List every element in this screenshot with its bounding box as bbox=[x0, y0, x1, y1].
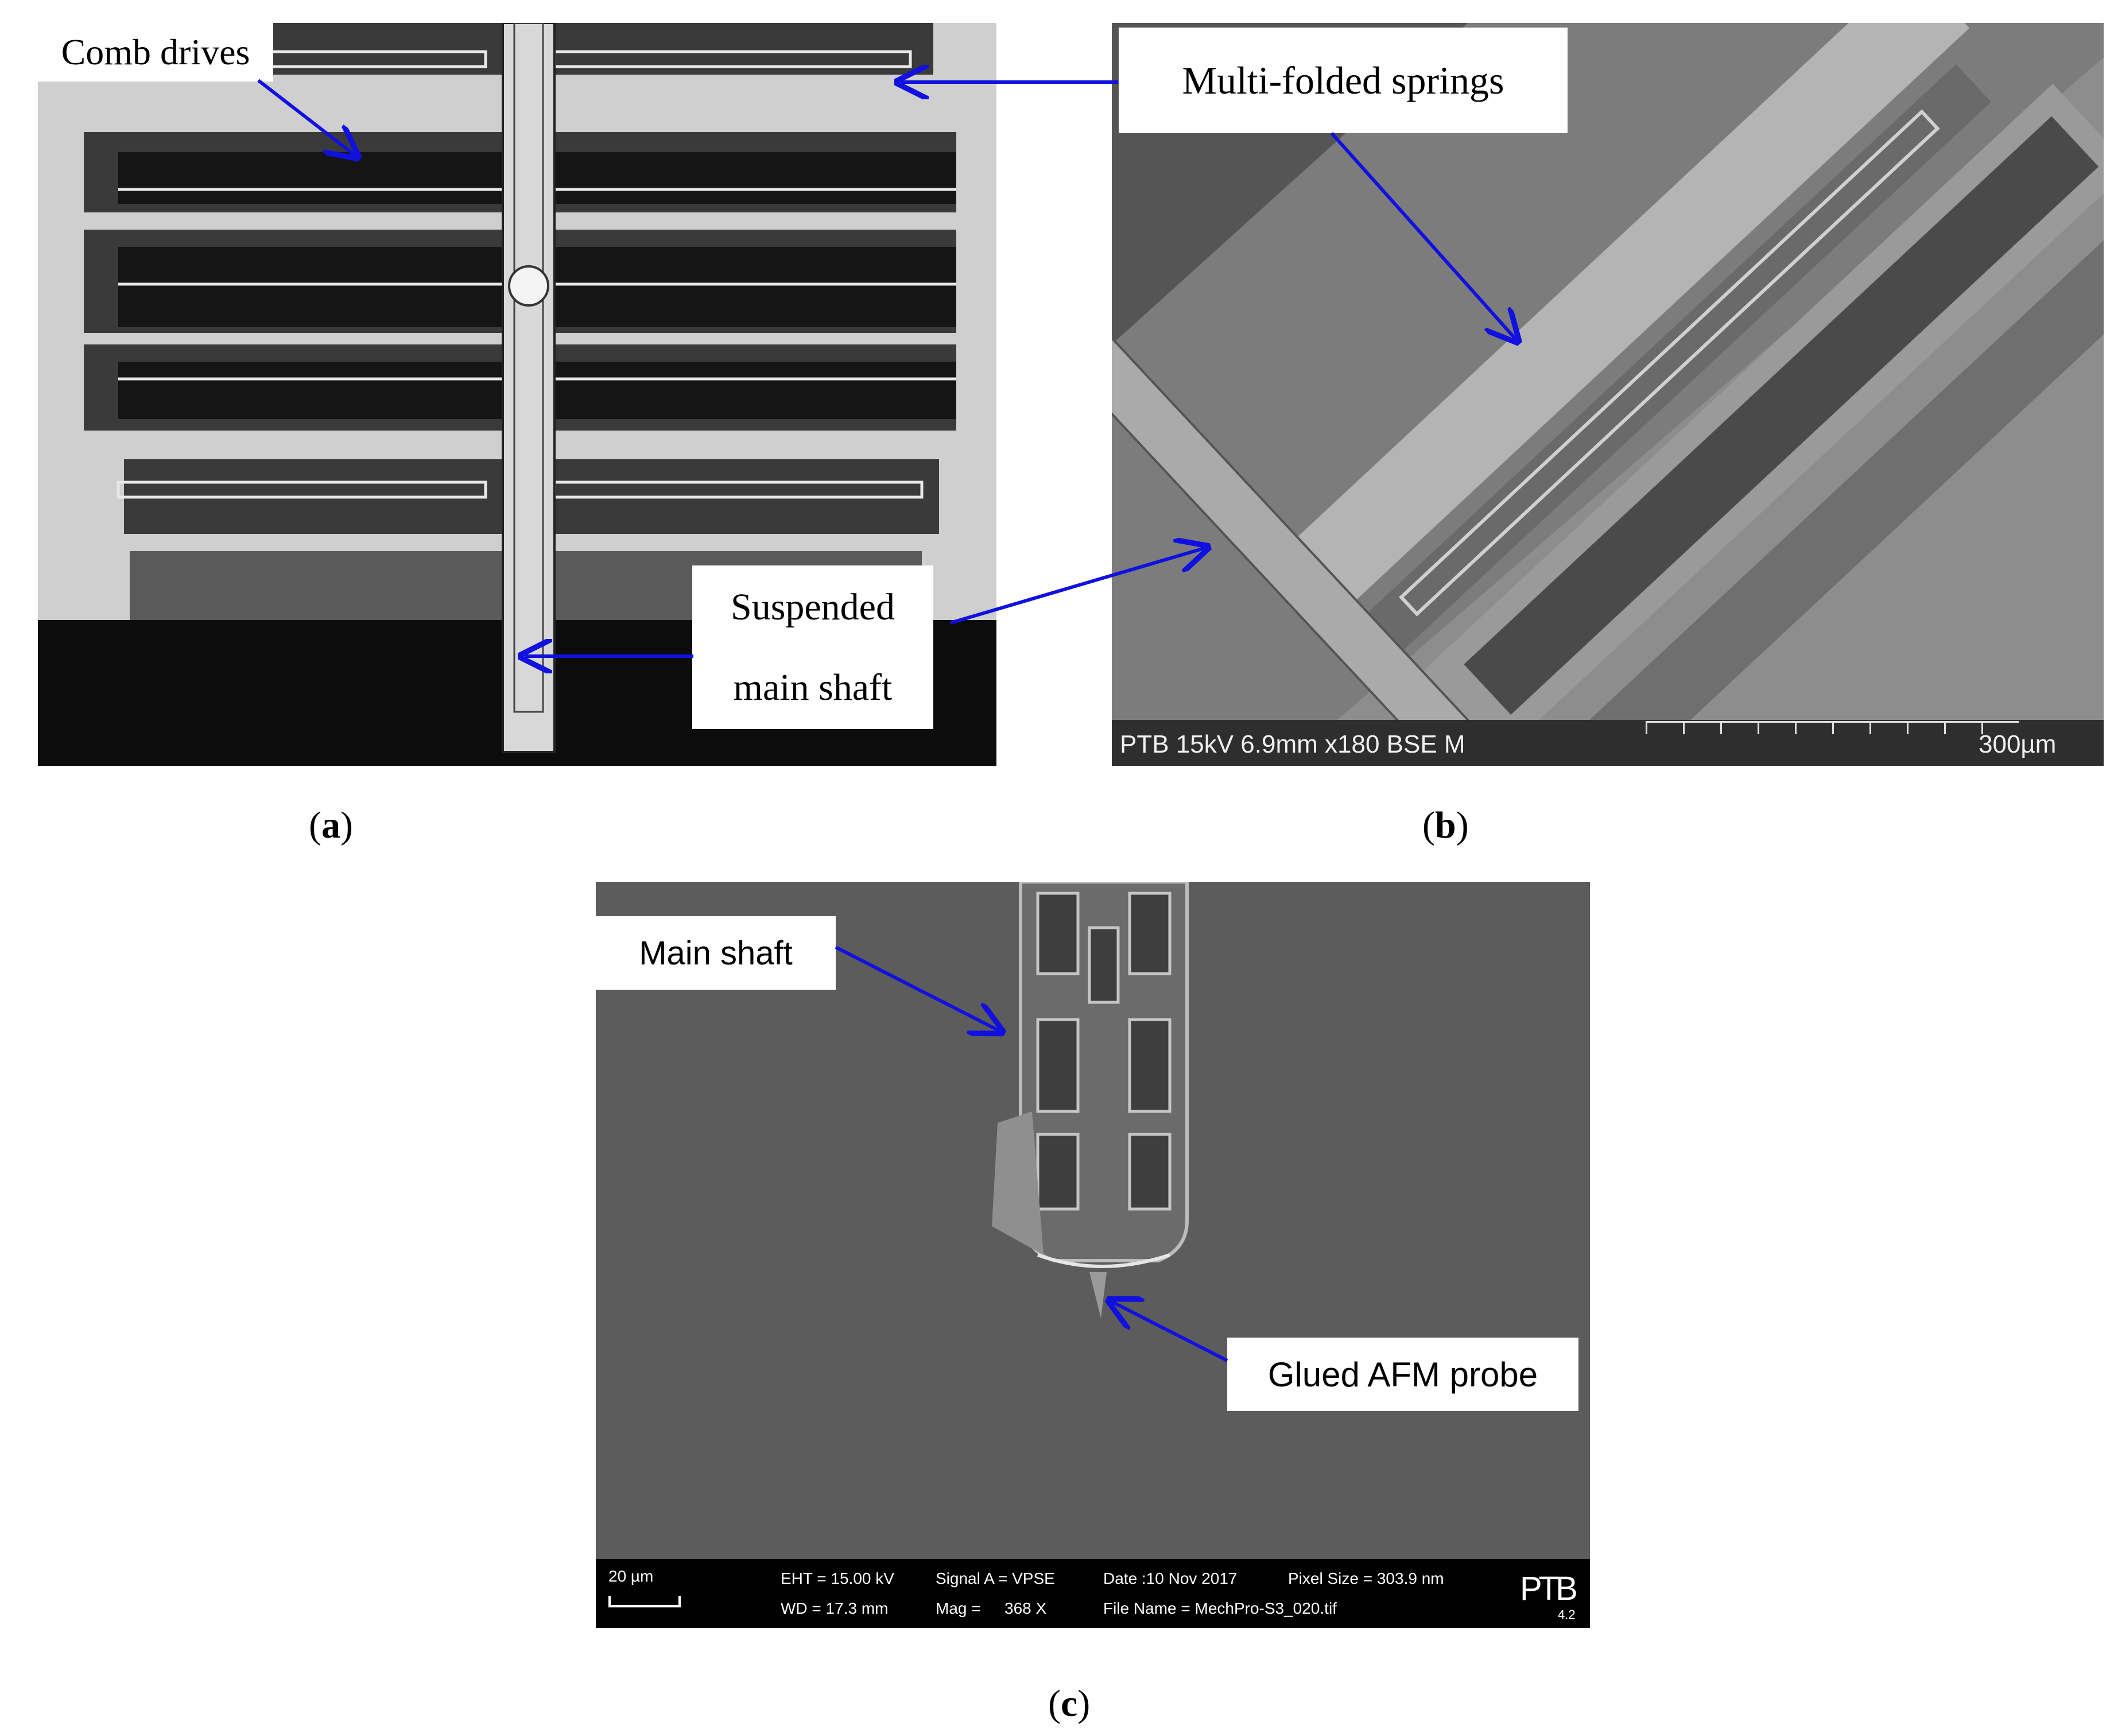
mag-value: 368 X bbox=[1004, 1599, 1047, 1617]
sem-info-text: PTB 15kV 6.9mm x180 BSE M bbox=[1120, 730, 1465, 758]
comb-drives-label: Comb drives bbox=[38, 23, 273, 82]
caption-c-letter: c bbox=[1060, 1683, 1078, 1725]
filename-value: File Name = MechPro-S3_020.tif bbox=[1103, 1599, 1337, 1617]
glued-afm-probe-label: Glued AFM probe bbox=[1227, 1338, 1578, 1411]
signal-value: Signal A = VPSE bbox=[936, 1570, 1055, 1587]
glued-afm-probe-text: Glued AFM probe bbox=[1267, 1355, 1538, 1394]
date-value: Date :10 Nov 2017 bbox=[1103, 1570, 1238, 1587]
main-shaft-text: main shaft bbox=[733, 666, 893, 708]
main-shaft-label: Main shaft bbox=[596, 916, 836, 990]
multi-folded-springs-text: Multi-folded springs bbox=[1182, 58, 1504, 102]
ptb-logo: PTB bbox=[1520, 1570, 1578, 1607]
caption-b: (b) bbox=[1422, 804, 1469, 846]
mag-label: Mag = bbox=[936, 1599, 981, 1617]
multi-folded-springs-label: Multi-folded springs bbox=[1119, 28, 1568, 133]
scale-bar-c bbox=[608, 1596, 681, 1607]
scale-label-b: 300µm bbox=[1979, 730, 2057, 758]
scale-bar-ticks bbox=[1646, 721, 2019, 734]
caption-a-letter: a bbox=[321, 804, 340, 846]
pixel-size-value: Pixel Size = 303.9 nm bbox=[1288, 1570, 1444, 1587]
sem-info-bar-b: PTB 15kV 6.9mm x180 BSE M 300µm bbox=[1112, 720, 2104, 766]
sem-image-c bbox=[596, 882, 1590, 1628]
micrograph-b: Multi-folded springs PTB 15kV 6.9mm x180… bbox=[1112, 23, 2104, 766]
caption-a: (a) bbox=[309, 804, 353, 846]
micrograph-c: Main shaft Glued AFM probe 20 µm EHT = 1… bbox=[596, 882, 1590, 1628]
sem-info-bar-c: 20 µm EHT = 15.00 kV WD = 17.3 mm Signal… bbox=[596, 1559, 1590, 1628]
eht-value: EHT = 15.00 kV bbox=[781, 1570, 894, 1587]
micrograph-a: Comb drives Suspended main shaft bbox=[38, 23, 996, 766]
caption-b-letter: b bbox=[1434, 804, 1456, 846]
ptb-logo-sub: 4.2 bbox=[1558, 1607, 1576, 1622]
comb-drives-text: Comb drives bbox=[61, 32, 250, 72]
scale-label-c: 20 µm bbox=[608, 1567, 654, 1585]
suspended-text: Suspended bbox=[731, 586, 895, 628]
sem-image-b bbox=[1112, 23, 2104, 766]
suspended-main-shaft-label: Suspended main shaft bbox=[692, 565, 933, 729]
caption-c: (c) bbox=[1048, 1683, 1091, 1725]
main-shaft-label-text: Main shaft bbox=[639, 934, 793, 972]
wd-value: WD = 17.3 mm bbox=[781, 1599, 889, 1617]
